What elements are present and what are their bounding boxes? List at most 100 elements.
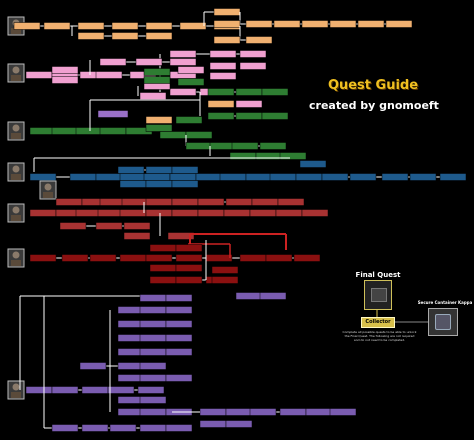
quest-node xyxy=(381,173,409,181)
trader-portrait-icon xyxy=(43,192,53,198)
quest-node xyxy=(81,386,109,394)
quest-node xyxy=(235,292,263,300)
quest-node xyxy=(251,198,279,206)
quest-node xyxy=(175,116,203,124)
quest-node xyxy=(261,112,289,120)
quest-node xyxy=(171,198,199,206)
quest-node xyxy=(111,32,139,40)
quest-node xyxy=(139,320,167,328)
quest-node xyxy=(207,112,235,120)
quest-node xyxy=(329,408,357,416)
trader-portrait-icon xyxy=(11,174,21,180)
quest-node xyxy=(145,22,173,30)
quest-node xyxy=(139,334,167,342)
quest-node xyxy=(175,264,203,272)
page-title: Quest Guide xyxy=(327,78,419,93)
trader-portrait-icon xyxy=(12,251,20,259)
quest-node xyxy=(139,348,167,356)
quest-node xyxy=(223,209,251,217)
quest-node xyxy=(301,20,329,28)
quest-node xyxy=(51,424,79,432)
quest-node xyxy=(145,166,173,174)
collector-quest-node[interactable]: Collector xyxy=(361,317,395,328)
quest-node xyxy=(13,22,41,30)
quest-node xyxy=(301,209,329,217)
quest-node xyxy=(299,160,327,168)
quest-node xyxy=(143,173,171,181)
quest-node xyxy=(119,209,147,217)
quest-node xyxy=(245,36,273,44)
trader-portrait-icon xyxy=(12,206,20,214)
quest-node xyxy=(259,292,287,300)
final-quest-note: Complete all possible quests to be able … xyxy=(342,330,417,342)
quest-item-icon xyxy=(371,288,387,302)
quest-node xyxy=(119,173,147,181)
quest-node xyxy=(143,68,171,76)
quest-node xyxy=(43,22,71,30)
trader-portrait-icon xyxy=(11,133,21,139)
quest-node xyxy=(51,76,79,84)
quest-node xyxy=(273,20,301,28)
quest-node xyxy=(25,386,53,394)
quest-node xyxy=(165,374,193,382)
trader-portrait-icon xyxy=(12,165,20,173)
quest-node xyxy=(185,131,213,139)
quest-node xyxy=(139,306,167,314)
final-quest-image xyxy=(364,280,392,310)
trader-portrait-icon xyxy=(11,75,21,81)
quest-node xyxy=(145,32,173,40)
quest-node xyxy=(109,424,137,432)
quest-node xyxy=(165,306,193,314)
quest-node xyxy=(139,374,167,382)
quest-node xyxy=(97,110,129,118)
quest-node xyxy=(79,362,107,370)
quest-node xyxy=(265,254,293,262)
quest-node xyxy=(143,76,171,84)
page-subtitle: created by gnomoeft xyxy=(309,99,439,112)
trader-portrait-icon xyxy=(44,183,52,191)
quest-node xyxy=(171,180,199,188)
quest-node xyxy=(165,424,193,432)
quest-node xyxy=(275,209,303,217)
quest-node xyxy=(209,50,237,58)
quest-node xyxy=(295,173,323,181)
quest-node xyxy=(165,294,193,302)
quest-node xyxy=(177,66,205,74)
trader-portrait-icon xyxy=(12,383,20,391)
quest-node xyxy=(239,50,267,58)
quest-node xyxy=(169,58,197,66)
quest-node xyxy=(137,386,165,394)
quest-node xyxy=(139,424,167,432)
trader-portrait-icon xyxy=(11,215,21,221)
quest-node xyxy=(99,127,127,135)
quest-node xyxy=(207,100,235,108)
quest-node xyxy=(329,20,357,28)
quest-node xyxy=(409,173,437,181)
quest-node xyxy=(225,420,253,428)
secure-container-icon xyxy=(435,314,451,330)
quest-node xyxy=(385,20,413,28)
quest-node xyxy=(149,244,177,252)
quest-node xyxy=(249,209,277,217)
quest-node xyxy=(185,142,213,150)
quest-node xyxy=(165,320,193,328)
quest-node xyxy=(139,396,167,404)
quest-node xyxy=(51,386,79,394)
quest-node xyxy=(145,180,173,188)
quest-node xyxy=(171,209,199,217)
quest-node xyxy=(213,8,241,16)
quest-node xyxy=(119,180,147,188)
reward-image xyxy=(428,308,458,336)
quest-node xyxy=(117,166,145,174)
quest-node xyxy=(165,334,193,342)
trader-portrait-icon xyxy=(12,124,20,132)
quest-node xyxy=(145,209,173,217)
quest-node xyxy=(145,116,173,124)
quest-node xyxy=(179,22,207,30)
quest-node xyxy=(165,348,193,356)
quest-node xyxy=(69,173,97,181)
quest-node xyxy=(197,198,225,206)
quest-node xyxy=(261,88,289,96)
quest-node xyxy=(207,88,235,96)
